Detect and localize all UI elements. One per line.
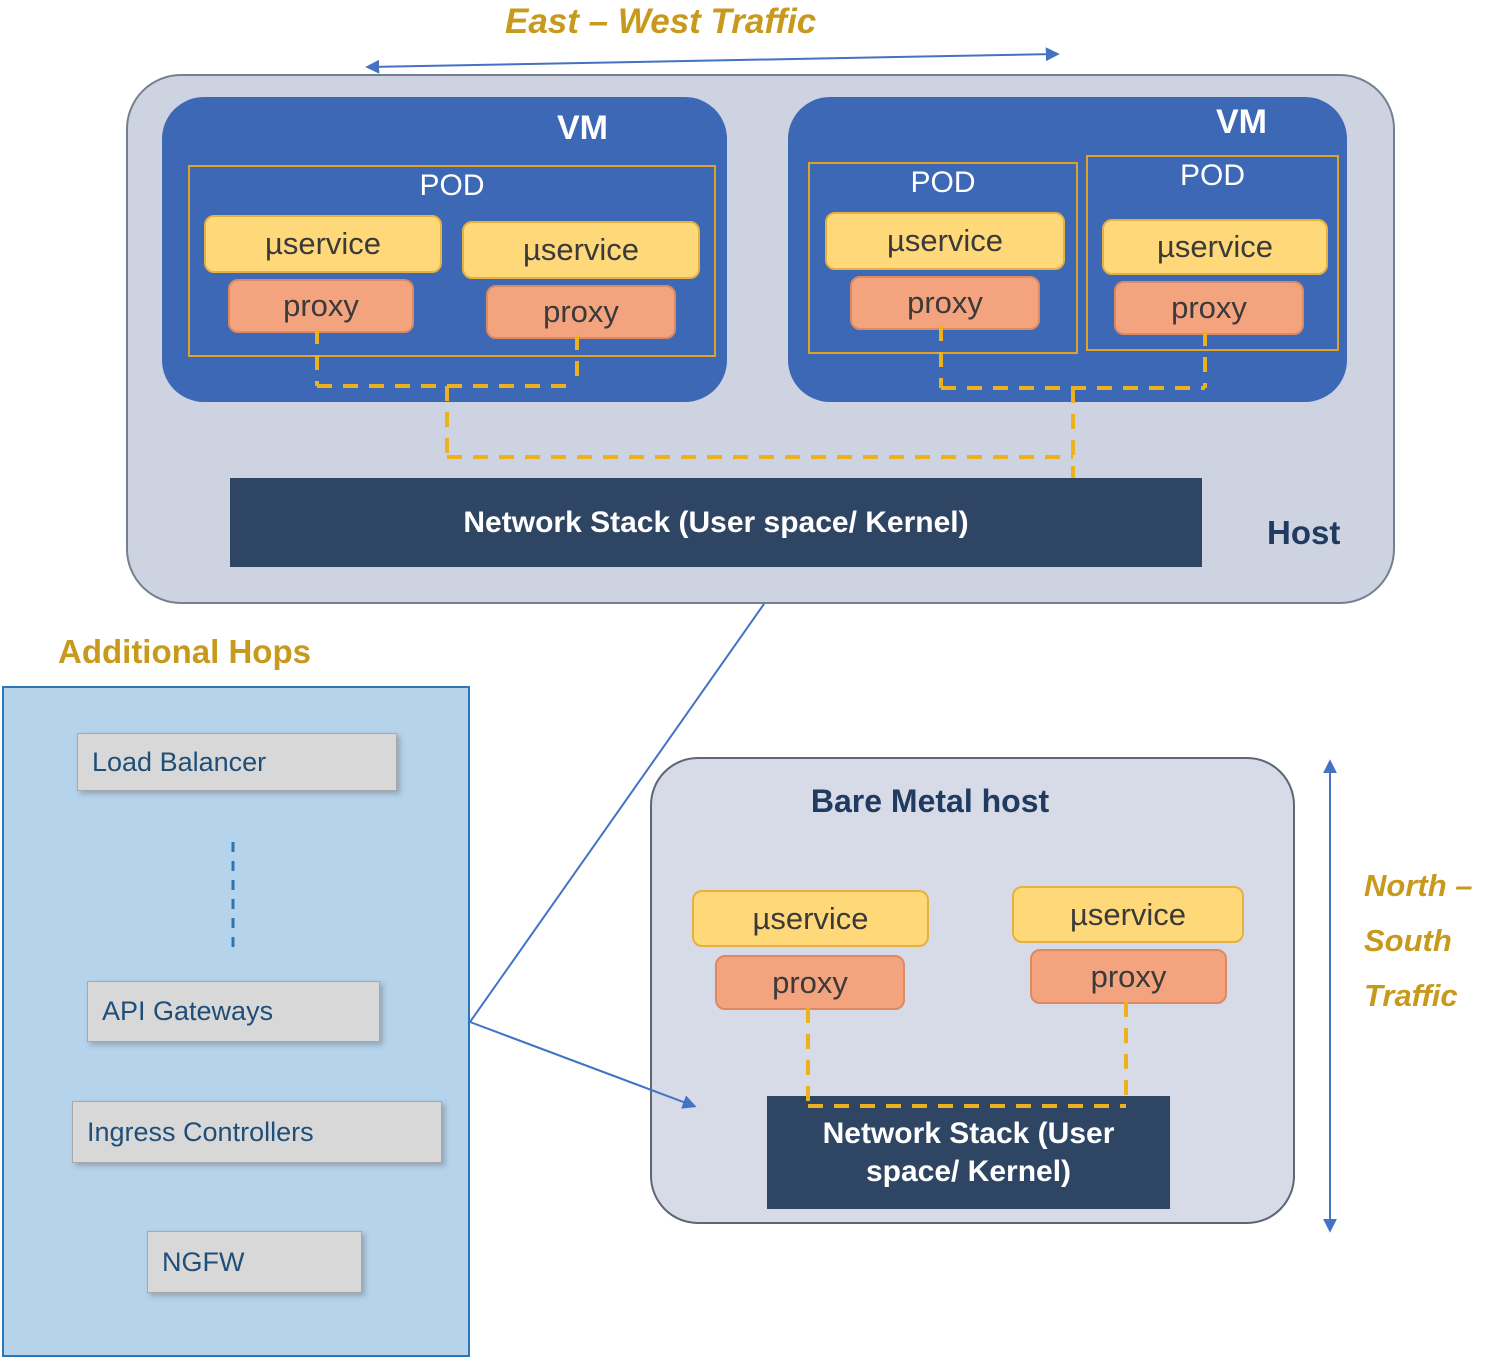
pod-label: POD [910, 166, 976, 199]
pod-box: POD µservice proxy [1086, 155, 1339, 351]
proxy-box: proxy [1030, 949, 1227, 1004]
vm-label: VM [557, 109, 608, 147]
pod-box: POD µservice proxy µservice proxy [188, 165, 716, 357]
host-label: Host [1267, 514, 1341, 551]
proxy-box: proxy [486, 285, 676, 339]
microservice-box: µservice [204, 215, 442, 273]
north-south-traffic-label: North – South Traffic [1364, 858, 1473, 1023]
microservice-box: µservice [1102, 219, 1328, 275]
vm-label: VM [1216, 103, 1267, 141]
network-stack-bar: Network Stack (User space/ Kernel) [767, 1096, 1170, 1209]
load-balancer-box: Load Balancer [77, 733, 397, 791]
bare-metal-host-box: Bare Metal host µservice proxy µservice … [650, 757, 1295, 1224]
microservice-box: µservice [825, 212, 1065, 270]
north-south-line-1: North – [1364, 868, 1473, 903]
pod-label: POD [419, 169, 485, 202]
microservice-box: µservice [1012, 886, 1244, 943]
additional-hops-label: Additional Hops [58, 633, 311, 670]
north-south-line-2: South [1364, 923, 1452, 958]
pod-box: POD µservice proxy [808, 162, 1078, 354]
east-west-traffic-label: East – West Traffic [505, 2, 817, 41]
vm-box-2: VM POD µservice proxy POD µservice proxy [788, 97, 1347, 402]
additional-hops-panel: Load Balancer API Gateways Ingress Contr… [2, 686, 470, 1357]
api-gateways-box: API Gateways [87, 981, 380, 1042]
host-box: VM POD µservice proxy µservice proxy VM … [126, 74, 1395, 604]
proxy-box: proxy [715, 955, 905, 1010]
ngfw-box: NGFW [147, 1231, 362, 1293]
vm-box-1: VM POD µservice proxy µservice proxy [162, 97, 727, 402]
microservice-box: µservice [692, 890, 929, 947]
ingress-controllers-box: Ingress Controllers [72, 1101, 442, 1163]
north-south-line-3: Traffic [1364, 978, 1458, 1013]
proxy-box: proxy [850, 276, 1040, 330]
proxy-box: proxy [228, 279, 414, 333]
network-stack-bar: Network Stack (User space/ Kernel) [230, 478, 1202, 567]
proxy-box: proxy [1114, 281, 1304, 335]
microservice-box: µservice [462, 221, 700, 279]
east-west-arrow [365, 47, 1060, 74]
bare-metal-host-label: Bare Metal host [810, 783, 1050, 819]
pod-label: POD [1179, 159, 1245, 192]
